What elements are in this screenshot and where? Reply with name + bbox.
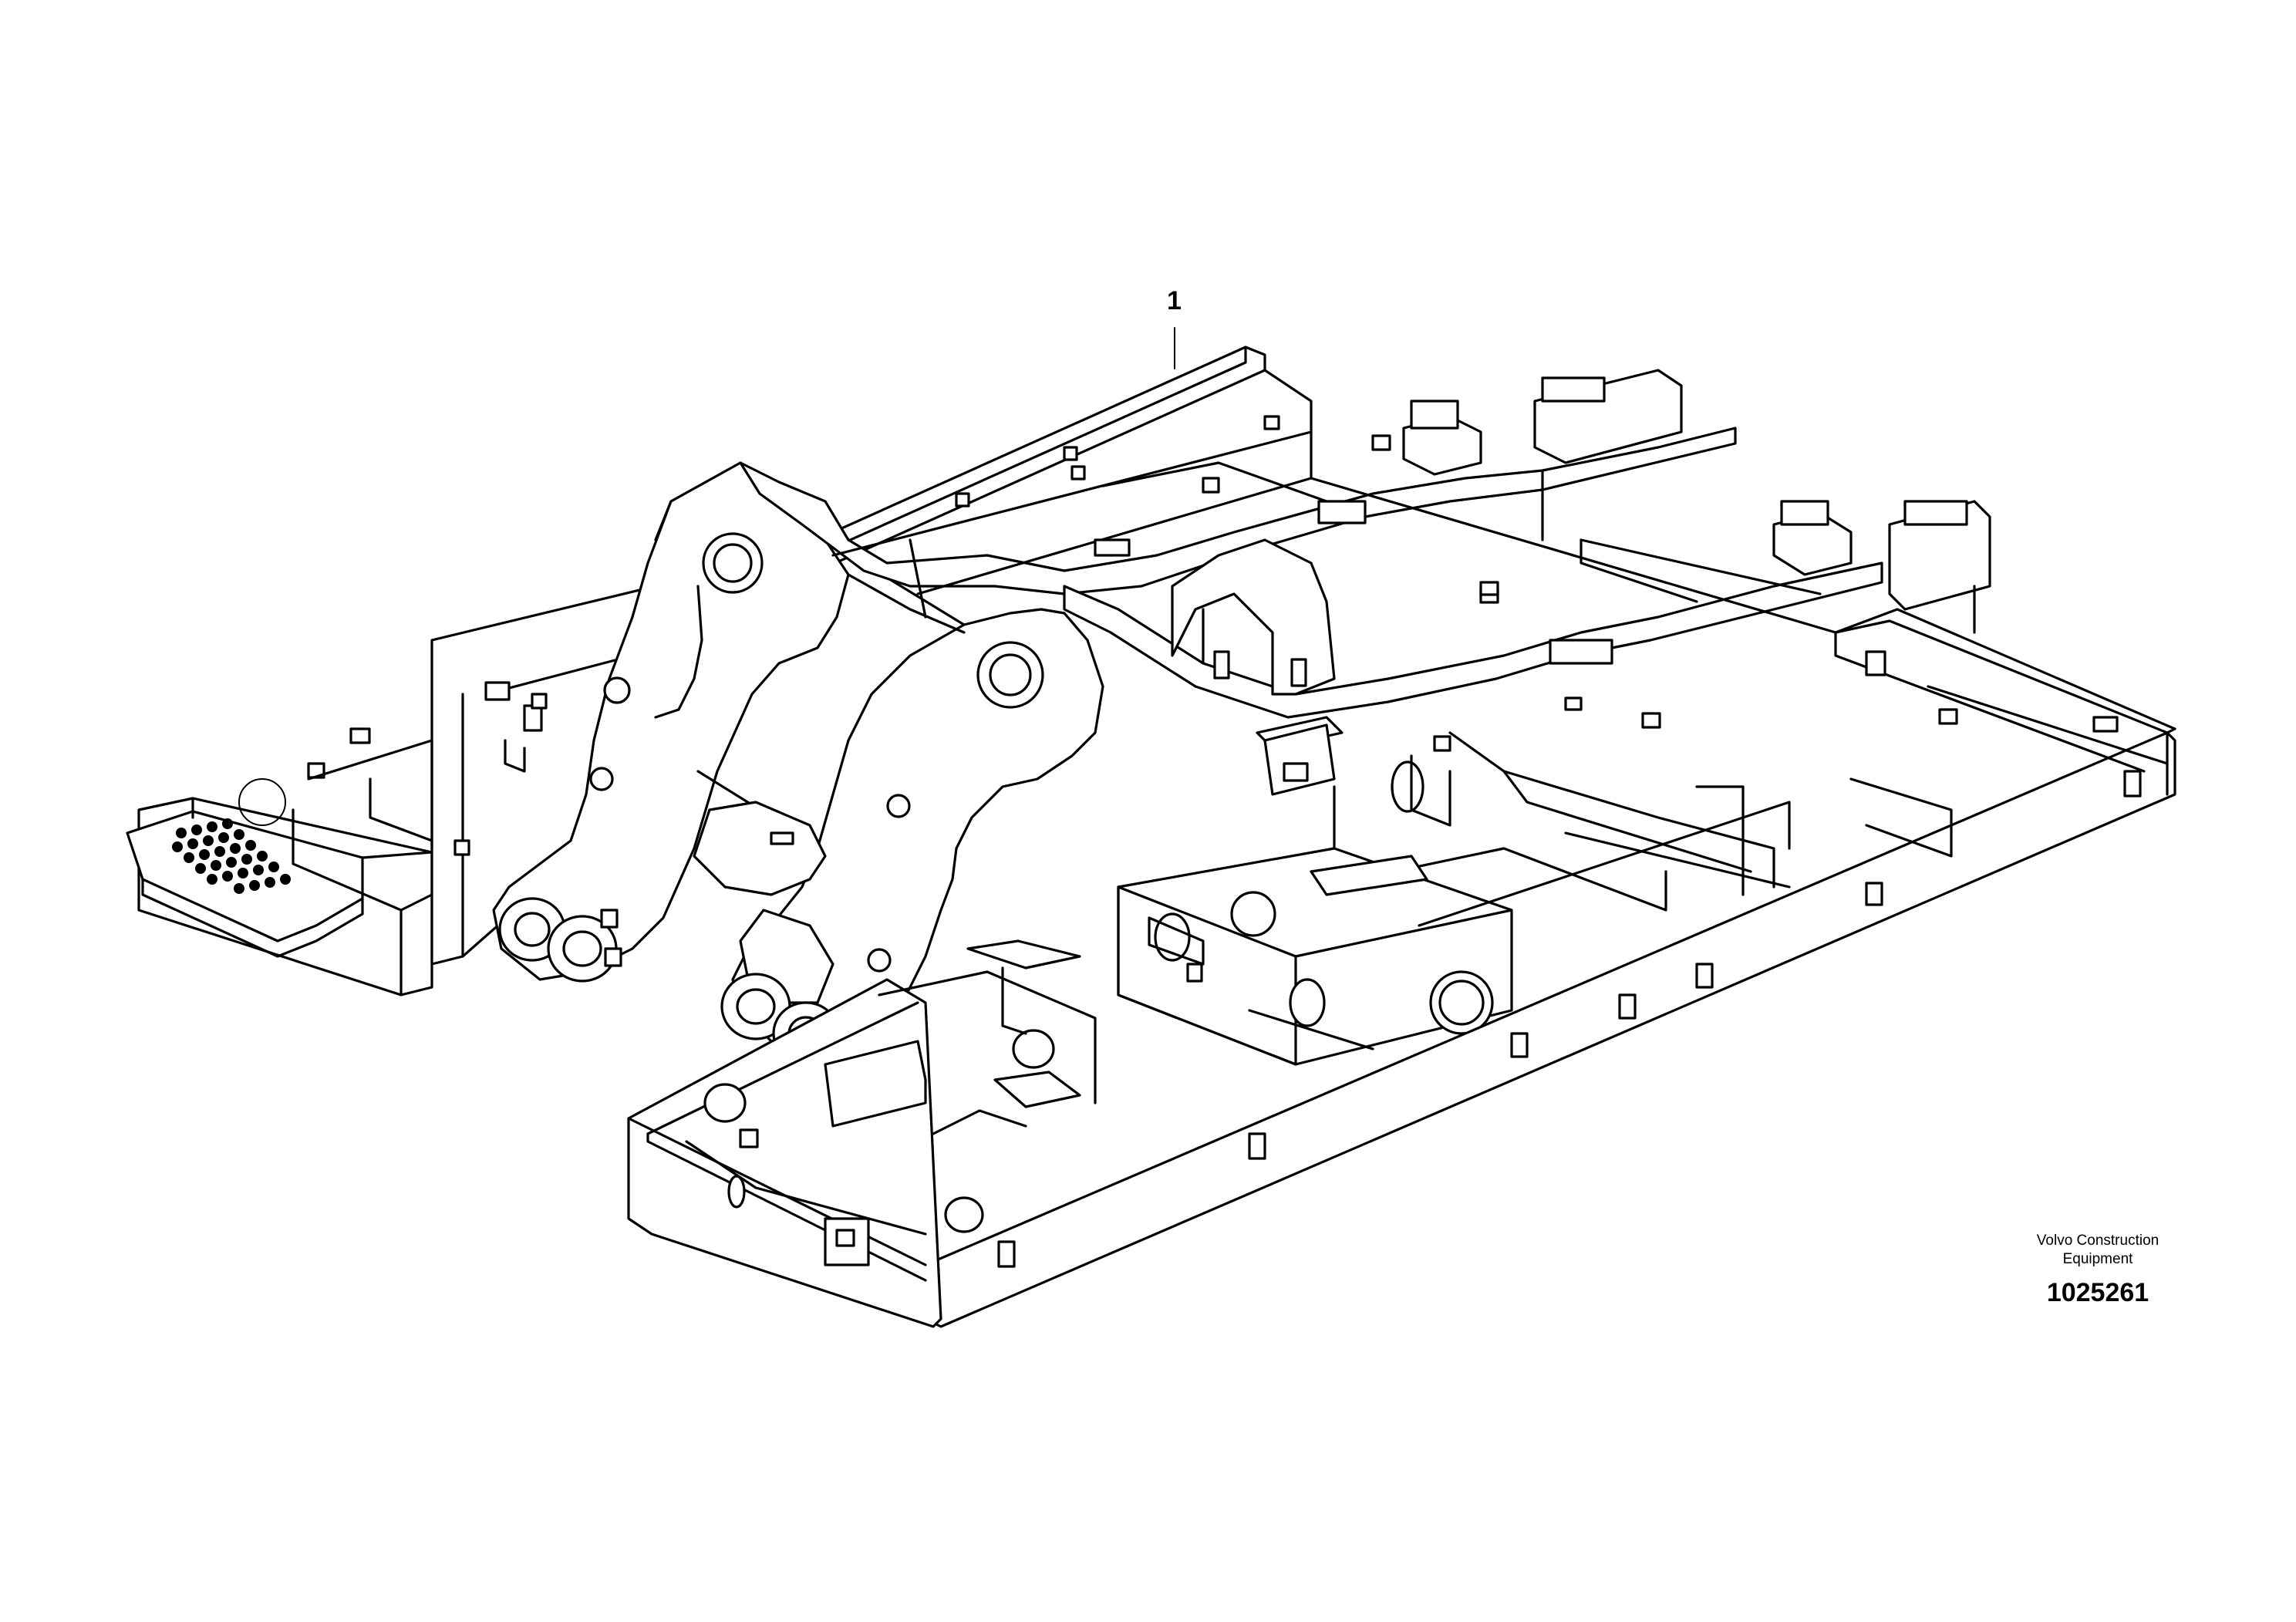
right-side-rail <box>924 608 2176 1328</box>
left-deck <box>238 585 657 966</box>
callout-number-1: 1 <box>1167 286 1182 315</box>
counterweight-mount-blocks <box>1402 369 1991 665</box>
cab-frame-supports <box>739 427 1883 796</box>
publisher-name-line1: Volvo Construction <box>2036 1233 2159 1249</box>
illustration-number: 1025261 <box>2046 1278 2149 1307</box>
left-step-platform <box>126 797 433 996</box>
publisher-stamp: Volvo Construction Equipment 1025261 <box>2005 1232 2190 1308</box>
front-lower-box <box>627 939 1097 1328</box>
publisher-name-line2: Equipment <box>2062 1251 2133 1267</box>
step-grating-holes <box>172 818 291 894</box>
front-right-deck <box>1117 847 1513 1066</box>
